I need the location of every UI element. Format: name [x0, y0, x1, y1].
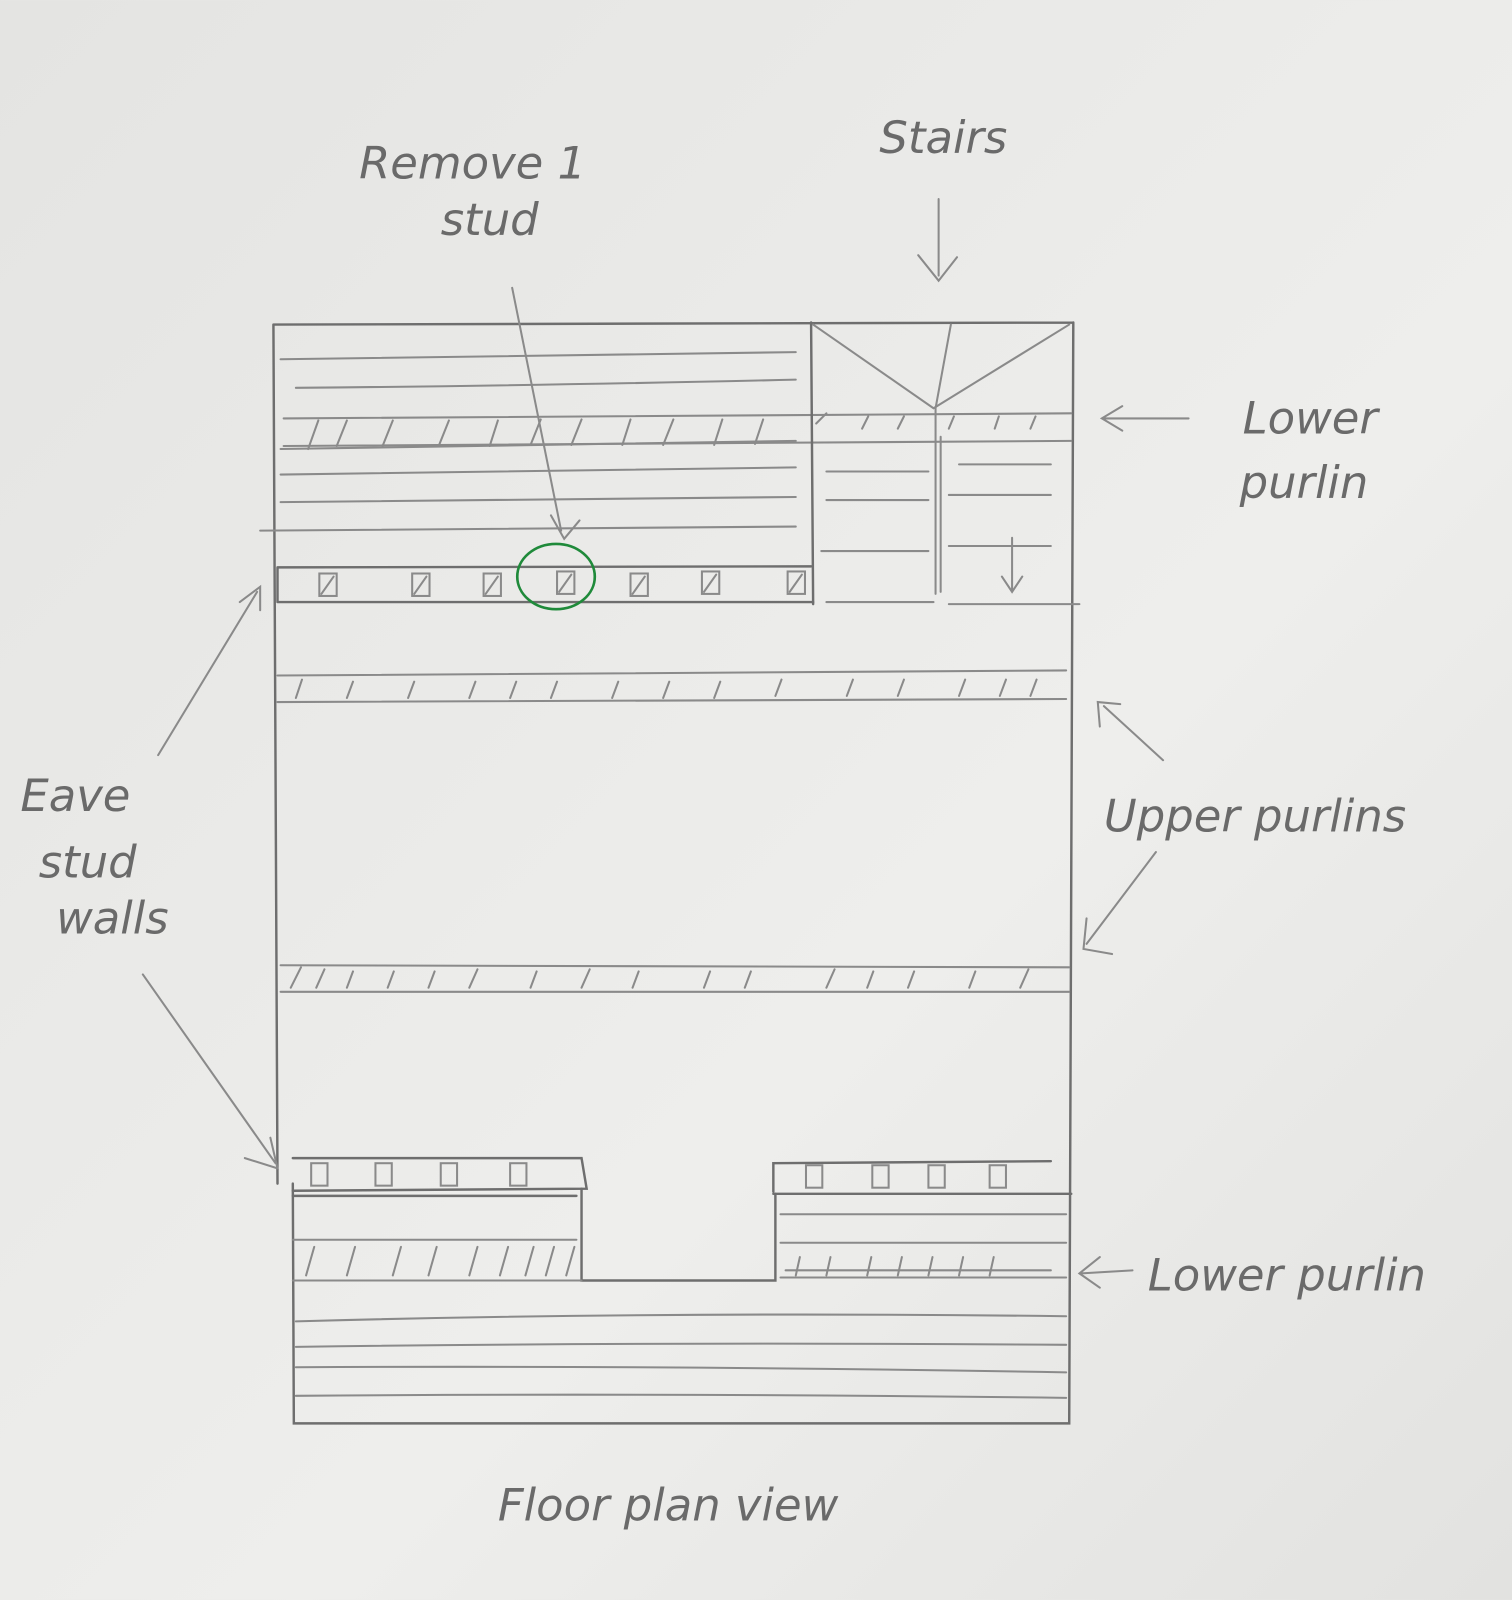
lower-purlin-top-arrow: [1099, 405, 1190, 432]
stud: [786, 570, 806, 595]
upper-purlin-arrow-1: [1096, 700, 1165, 762]
bottom-right-stud-wall: [772, 1159, 1073, 1196]
stairs-arrow: [917, 198, 959, 283]
stairs: [809, 321, 1081, 606]
upper-purlin-2: [279, 964, 1071, 993]
top-roof-lines: [259, 351, 797, 532]
stud: [482, 572, 502, 597]
stud: [411, 572, 431, 597]
eave-arrow-bottom: [141, 973, 279, 1170]
bottom-roof-lines: [294, 1313, 1068, 1399]
label-remove-stud-1: Remove 1: [359, 137, 586, 190]
remove-stud-arrow: [511, 286, 581, 541]
label-eave-2: stud: [39, 836, 137, 889]
lower-purlin-bottom: [291, 1187, 1068, 1282]
label-eave-3: walls: [56, 892, 169, 945]
stud: [629, 572, 649, 597]
building-outline: [272, 321, 1075, 1425]
eave-arrow-top: [157, 584, 262, 757]
highlight-circle: [515, 542, 597, 611]
label-lower-purlin-top-2: purlin: [1239, 456, 1369, 509]
caption: Floor plan view: [498, 1478, 839, 1531]
bottom-left-stud-wall: [291, 1156, 589, 1192]
label-stairs: Stairs: [879, 111, 1007, 164]
label-eave-1: Eave: [20, 769, 130, 822]
stud-to-remove: [556, 570, 576, 595]
label-lower-purlin-top-1: Lower: [1243, 392, 1381, 445]
label-upper-purlins: Upper purlins: [1104, 790, 1406, 843]
stud: [700, 570, 721, 595]
lower-purlin-bottom-arrow: [1077, 1256, 1134, 1289]
label-lower-purlin-bottom: Lower purlin: [1148, 1249, 1426, 1302]
stud: [318, 572, 338, 597]
arrows: [141, 198, 1190, 1289]
label-remove-stud-2: stud: [441, 193, 539, 246]
top-eave-stud-wall: [276, 542, 815, 611]
upper-purlin-arrow-2: [1082, 851, 1157, 956]
upper-purlin-1: [276, 669, 1068, 704]
